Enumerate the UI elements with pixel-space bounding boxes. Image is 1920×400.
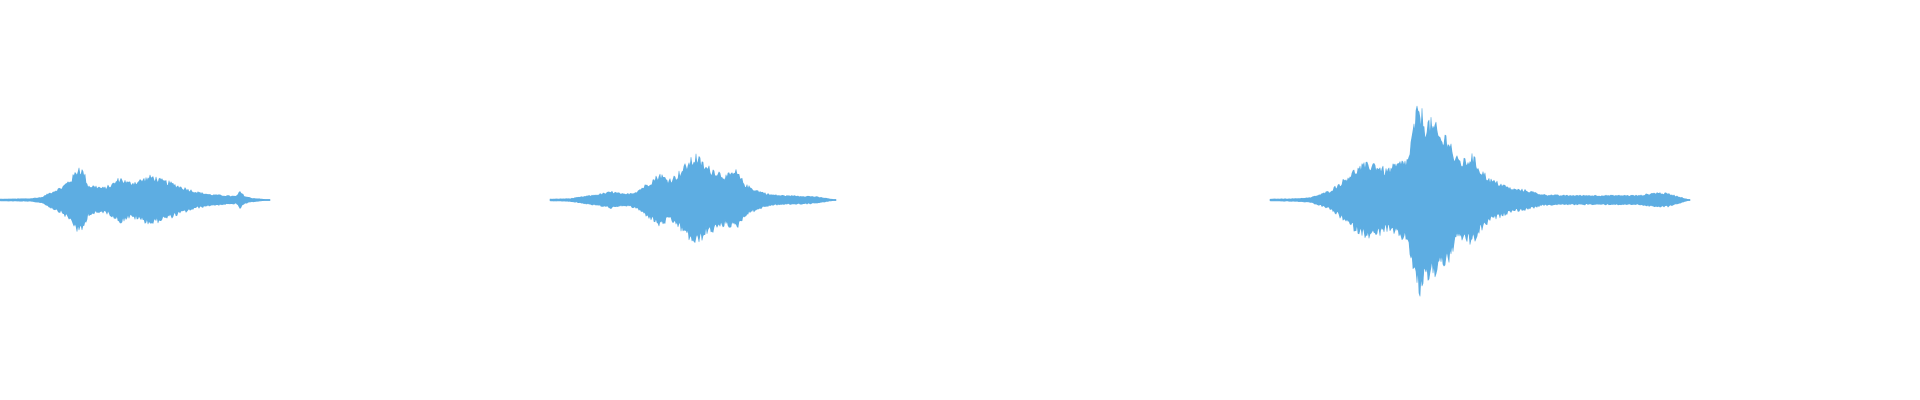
waveform-shape <box>1269 105 1691 297</box>
audio-clip-1[interactable] <box>0 167 271 232</box>
audio-clip-3[interactable] <box>1269 105 1691 297</box>
waveform-shape <box>549 153 837 243</box>
waveform-shape <box>0 167 271 232</box>
audio-clip-2[interactable] <box>549 153 837 243</box>
audio-clips <box>0 105 1691 297</box>
